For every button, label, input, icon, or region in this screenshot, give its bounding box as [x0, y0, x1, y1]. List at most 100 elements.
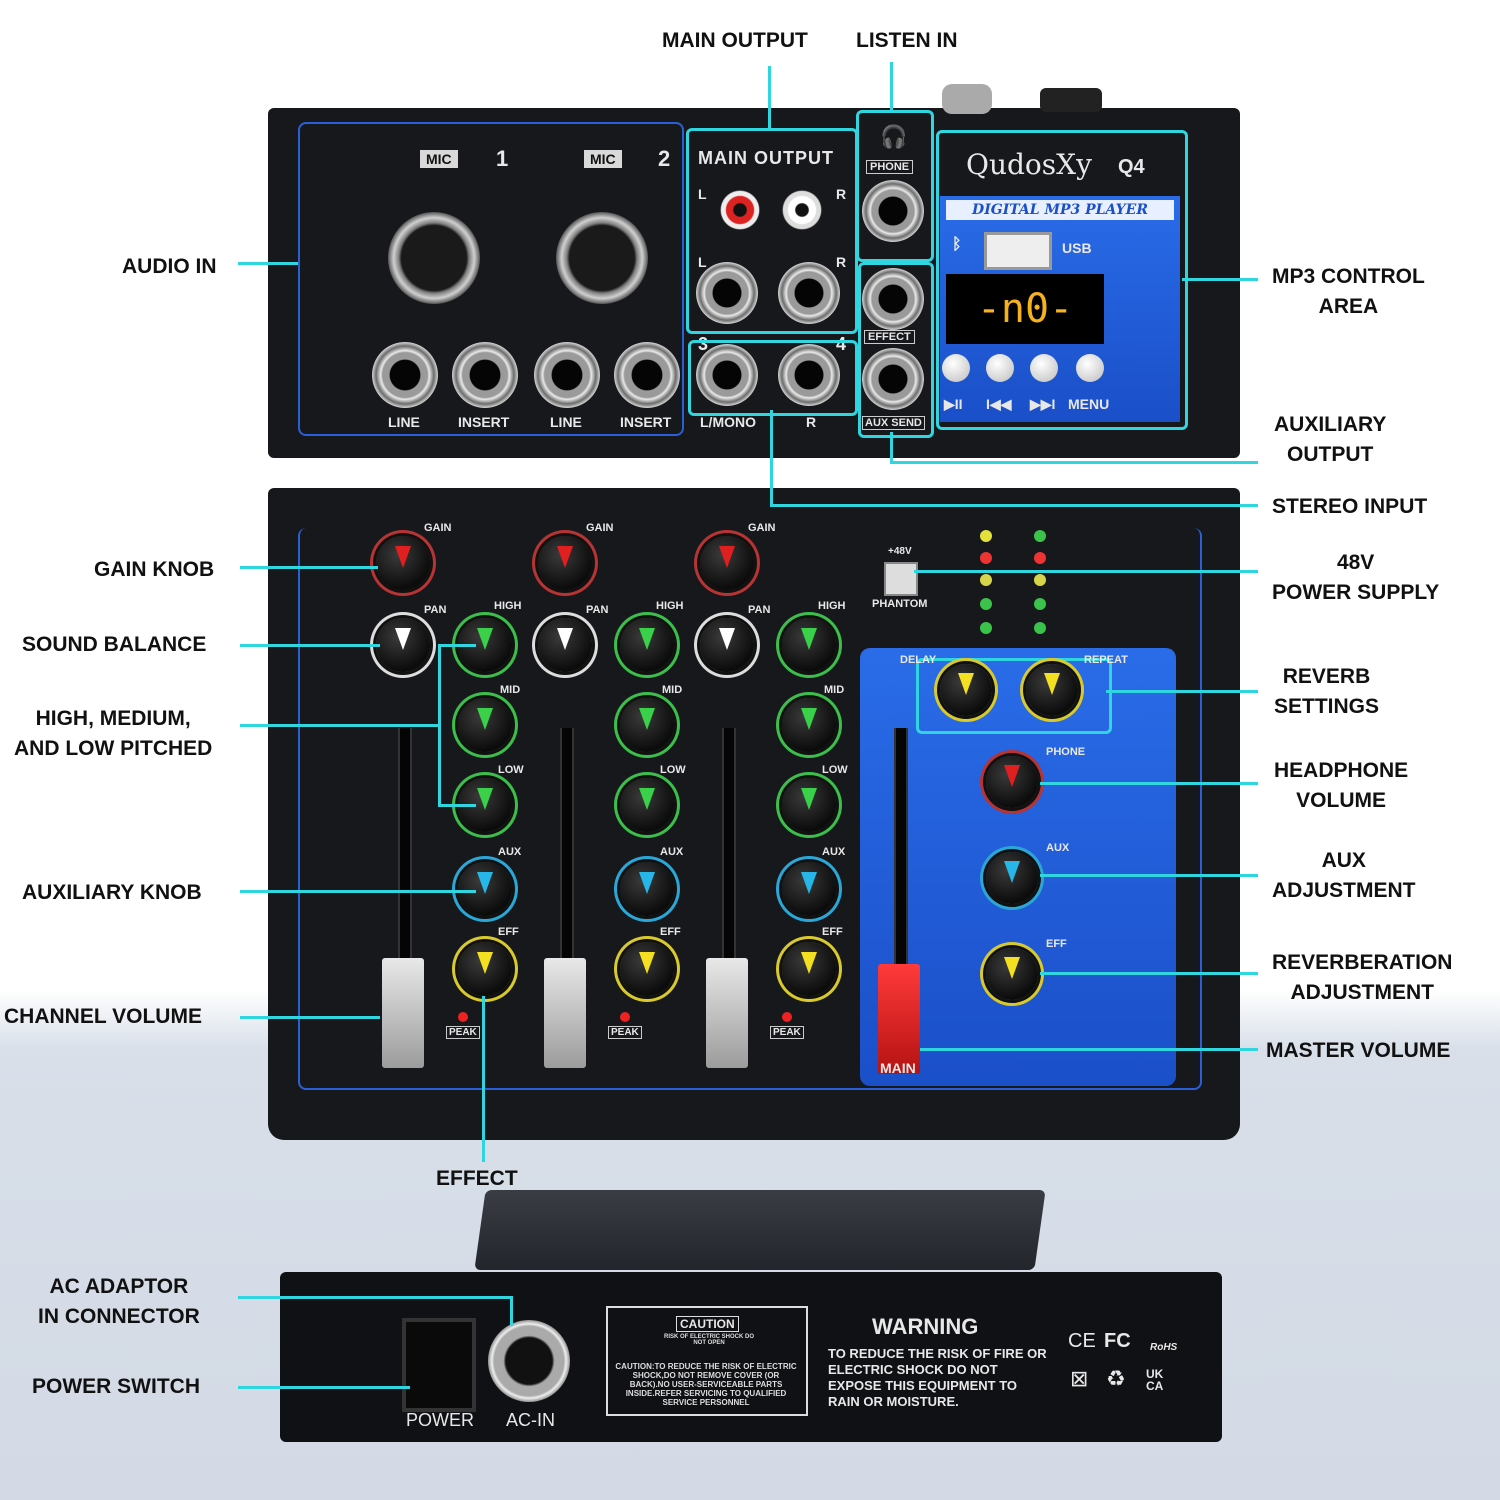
reverb-settings-highlight	[916, 658, 1112, 734]
ch2-line-jack[interactable]	[534, 342, 600, 408]
ch2-mid-knob[interactable]	[620, 698, 674, 752]
callout-reverb-line2: SETTINGS	[1274, 695, 1380, 718]
mp3-player-label: DIGITAL MP3 PLAYER	[946, 200, 1174, 220]
callout-headphone-line2: VOLUME	[1296, 789, 1387, 812]
ch1-aux-knob[interactable]	[458, 862, 512, 916]
top-switch-housing	[1040, 88, 1102, 112]
ch1-pan-knob[interactable]	[376, 618, 430, 672]
callout-listen-in: LISTEN IN	[856, 29, 958, 52]
callout-mp3-control-area: MP3 CONTROL AREA	[1272, 262, 1425, 322]
callout-ac-adaptor: AC ADAPTOR IN CONNECTOR	[38, 1272, 200, 1332]
ch3-pan-knob[interactable]	[700, 618, 754, 672]
leader-aux-out-v	[890, 432, 893, 462]
ch3-peak-led	[782, 1012, 792, 1022]
mic2-xlr-jack[interactable]	[556, 212, 648, 304]
phantom-button[interactable]	[884, 562, 918, 596]
caution-title: CAUTION	[676, 1316, 739, 1332]
main-out-r-label: R	[836, 186, 847, 202]
play-pause-button[interactable]	[942, 354, 970, 382]
callout-auxiliary-knob: AUXILIARY KNOB	[22, 881, 202, 904]
rohs-mark: RoHS	[1150, 1342, 1178, 1353]
callout-48v-line1: 48V	[1336, 551, 1375, 574]
main-out-right-jack[interactable]	[778, 262, 840, 324]
ch1-insert-jack[interactable]	[452, 342, 518, 408]
leader-aux-out-h	[890, 461, 1258, 464]
delay-knob[interactable]	[940, 664, 992, 716]
ch3-aux-knob[interactable]	[782, 862, 836, 916]
phone-jack[interactable]	[862, 180, 924, 242]
ch3-aux-label: AUX	[822, 846, 846, 858]
leader-mp3	[1182, 278, 1258, 281]
headphone-volume-knob[interactable]	[986, 756, 1038, 808]
ch3-mid-knob[interactable]	[782, 698, 836, 752]
master-volume-fader[interactable]	[878, 964, 920, 1074]
ce-mark: CE	[1068, 1330, 1096, 1352]
ch3-eff-knob[interactable]	[782, 942, 836, 996]
ch2-fader-slot	[560, 728, 574, 1024]
ch2-gain-label: GAIN	[586, 522, 614, 534]
menu-button[interactable]	[1076, 354, 1104, 382]
mic1-xlr-jack[interactable]	[388, 212, 480, 304]
ch3-low-knob[interactable]	[782, 778, 836, 832]
leader-audio-in	[238, 262, 298, 265]
meter-led-1	[980, 530, 992, 542]
ac-in-connector[interactable]	[488, 1320, 570, 1402]
callout-48v: 48V POWER SUPPLY	[1272, 548, 1439, 608]
ch2-volume-fader[interactable]	[544, 958, 586, 1068]
stereo-in-r-jack[interactable]	[778, 344, 840, 406]
mic1-number: 1	[496, 146, 509, 171]
master-fader-slot	[894, 728, 908, 1028]
ch2-low-label: LOW	[660, 764, 686, 776]
leader-48v	[914, 570, 1258, 573]
main-out-rca-left[interactable]	[720, 190, 760, 230]
ch2-pan-knob[interactable]	[538, 618, 592, 672]
aux-send-jack[interactable]	[862, 348, 924, 410]
prev-button[interactable]	[986, 354, 1014, 382]
power-switch[interactable]	[402, 1318, 476, 1412]
ch1-eff-knob[interactable]	[458, 942, 512, 996]
ch3-gain-knob[interactable]	[700, 536, 754, 590]
ch3-high-knob[interactable]	[782, 618, 836, 672]
ch2-eff-knob[interactable]	[620, 942, 674, 996]
master-aux-knob[interactable]	[986, 852, 1038, 904]
headphone-icon: 🎧	[880, 124, 908, 149]
main-out-left-jack[interactable]	[696, 262, 758, 324]
top-jack-housing	[942, 84, 992, 114]
ch3-volume-fader[interactable]	[706, 958, 748, 1068]
effect-label: EFFECT	[864, 330, 915, 344]
ch2-aux-label: AUX	[660, 846, 684, 858]
ch1-volume-fader[interactable]	[382, 958, 424, 1068]
leader-master-volume	[920, 1048, 1258, 1051]
mic1-label: MIC	[420, 150, 458, 168]
callout-channel-volume: CHANNEL VOLUME	[4, 1005, 202, 1028]
ch1-eff-label: EFF	[498, 926, 519, 938]
ch1-gain-knob[interactable]	[376, 536, 430, 590]
ch2-aux-knob[interactable]	[620, 862, 674, 916]
ch1-line-jack[interactable]	[372, 342, 438, 408]
callout-audio-in: AUDIO IN	[122, 255, 217, 278]
ch1-fader-slot	[398, 728, 412, 1024]
ch2-insert-jack[interactable]	[614, 342, 680, 408]
main-out-rca-right[interactable]	[782, 190, 822, 230]
stereo-in-lmono-jack[interactable]	[696, 344, 758, 406]
ch2-low-knob[interactable]	[620, 778, 674, 832]
leader-listen-in	[890, 62, 893, 110]
repeat-knob[interactable]	[1026, 664, 1078, 716]
callout-reverb-line1: REVERB	[1282, 665, 1371, 688]
mic2-label: MIC	[584, 150, 622, 168]
plus48v-label: +48V	[888, 546, 912, 557]
ch2-gain-knob[interactable]	[538, 536, 592, 590]
next-button[interactable]	[1030, 354, 1058, 382]
effect-send-jack[interactable]	[862, 268, 924, 330]
callout-mp3-line2: AREA	[1318, 295, 1379, 318]
ch1-high-knob[interactable]	[458, 618, 512, 672]
master-eff-knob[interactable]	[986, 948, 1038, 1000]
callout-aux-out-line1: AUXILIARY	[1274, 413, 1387, 436]
ch2-high-knob[interactable]	[620, 618, 674, 672]
ch1-mid-knob[interactable]	[458, 698, 512, 752]
ch2-line-label: LINE	[550, 414, 582, 430]
callout-reverberation-adjustment: REVERBERATION ADJUSTMENT	[1272, 948, 1452, 1008]
leader-effect	[482, 996, 485, 1162]
usb-port[interactable]	[984, 232, 1052, 270]
ch2-eff-label: EFF	[660, 926, 681, 938]
